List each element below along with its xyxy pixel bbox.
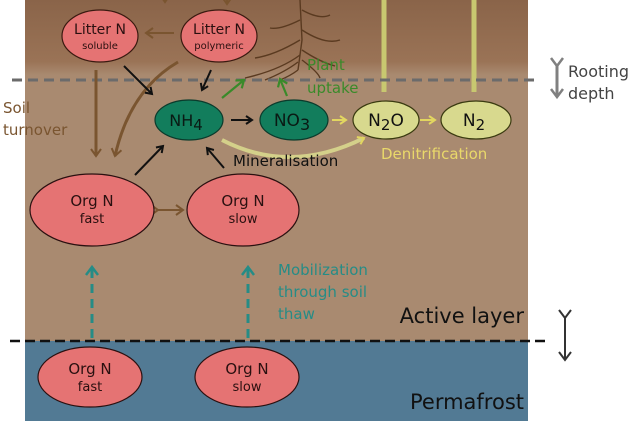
nh4-sub: 4 [193,116,203,134]
pool-n2o: N2O [352,100,420,140]
pool-n2: N2 [440,100,512,140]
mobilization-label-1: Mobilization [278,261,368,279]
n2o-post: O [390,111,403,131]
n2o-sub: 2 [381,116,391,134]
perma-slow-sub: slow [233,380,262,395]
rooting-depth-label-2: depth [568,84,615,103]
mineralisation-label: Mineralisation [233,152,338,170]
svg-text:NO3: NO3 [274,111,310,134]
mobilization-label-2: through soil [278,283,367,301]
denitrification-label: Denitrification [381,145,487,163]
arrow-soluble-to-nh4 [123,65,154,96]
perma-fast-title: Org N [68,360,111,378]
litter-polymeric-sub: polymeric [194,41,243,52]
org-slow-title: Org N [221,192,264,210]
perma-fast-sub: fast [78,380,102,395]
n2-sub: 2 [476,116,486,134]
soil-turnover-label-1: Soil [3,99,30,117]
no3-sub: 3 [300,115,310,134]
perma-slow-title: Org N [225,360,268,378]
uptake-arrow-no3 [276,77,289,97]
active-layer-label: Active layer [400,304,525,328]
soil-turnover-arrow-2 [110,60,179,158]
litter-polymeric-title: Litter N [193,22,245,38]
plant-uptake-label-2: uptake [307,79,358,97]
n2-pre: N [463,111,476,131]
plant-uptake-label-1: Plant [307,56,345,74]
arrow-polymeric-to-nh4 [199,69,212,92]
pool-org-fast: Org N fast [29,173,155,247]
litter-soluble-title: Litter N [74,22,126,38]
svg-text:N2O: N2O [368,111,404,134]
rooting-depth-label-1: Rooting [568,62,629,81]
org-slow-sub: slow [229,212,258,227]
pool-litter-polymeric: Litter N polymeric [180,9,258,63]
svg-text:NH4: NH4 [169,111,203,134]
permafrost-label: Permafrost [410,390,524,414]
pool-permafrost-fast: Org N fast [37,346,143,408]
uptake-arrow-nh4 [221,78,246,99]
pool-nh4: NH4 [154,99,224,141]
pool-no3: NO3 [259,99,329,141]
org-fast-title: Org N [70,192,113,210]
mobilization-label-3: thaw [278,305,315,323]
pool-org-slow: Org N slow [186,173,300,247]
arrow-orgslow-to-nh4 [205,146,225,169]
pool-permafrost-slow: Org N slow [194,346,300,408]
nh4-title: NH [169,111,193,130]
n2o-pre: N [368,111,381,131]
org-fast-sub: fast [80,212,104,227]
soil-turnover-label-2: turnover [3,121,68,139]
pool-litter-soluble: Litter N soluble [61,9,139,63]
svg-text:N2: N2 [463,111,485,134]
litter-soluble-sub: soluble [82,41,118,52]
arrow-orgfast-to-nh4 [134,144,165,176]
arrow-nh4-to-n2o-curve [221,136,366,159]
no3-title: NO [274,111,300,131]
